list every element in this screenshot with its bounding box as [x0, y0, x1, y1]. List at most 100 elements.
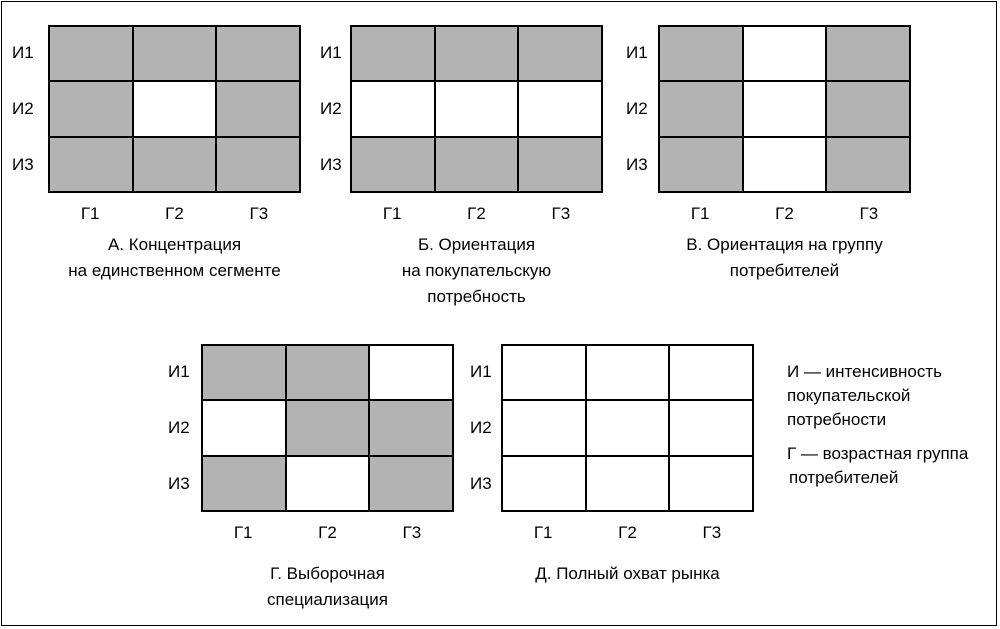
- empty-cell-r2-c3: [519, 82, 603, 138]
- filled-cell-r3-c3: [370, 456, 454, 512]
- legend-g-line-2: потребителей: [789, 468, 899, 487]
- empty-cell-r1-c1: [503, 346, 587, 402]
- col-label-1: Г1: [233, 523, 253, 542]
- filled-cell-r3-c3: [827, 137, 911, 193]
- legend-i-line-1: И — интенсивность: [787, 362, 943, 381]
- legend-i-line-2: покупательской: [787, 386, 911, 405]
- col-label-3: Г3: [702, 523, 722, 542]
- row-label-1: И1: [320, 43, 342, 62]
- filled-cell-r2-c1: [50, 82, 134, 138]
- filled-cell-r3-c2: [133, 137, 218, 193]
- legend-g-line-1: Г — возрастная группа: [787, 444, 969, 463]
- caption-line-1: Д. Полный охват рынка: [535, 564, 720, 583]
- col-label-1: Г1: [80, 204, 100, 223]
- empty-cell-r2-c1: [203, 401, 287, 457]
- filled-cell-r3-c3: [217, 137, 301, 193]
- segment-grid: [48, 25, 301, 193]
- col-label-3: Г3: [402, 523, 422, 542]
- caption-line-2: специализация: [267, 590, 388, 609]
- empty-cell-r2-c2: [133, 82, 218, 138]
- panel-caption: Г. Выборочная специализация: [161, 561, 494, 613]
- filled-cell-r2-c3: [827, 82, 911, 138]
- legend-g: Г — возрастная группа потребителей: [787, 442, 968, 490]
- segment-grid: [350, 25, 603, 193]
- row-label-1: И1: [168, 362, 190, 381]
- empty-cell-r2-c1: [352, 82, 436, 138]
- row-label-3: И3: [470, 474, 492, 493]
- empty-cell-r2-c2: [743, 82, 828, 138]
- segment-grid: [658, 25, 911, 193]
- caption-line-1: Б. Ориентация: [417, 235, 536, 254]
- caption-line-2: потребителей: [729, 261, 840, 280]
- col-label-2: Г2: [618, 523, 637, 542]
- filled-cell-r2-c3: [217, 82, 301, 138]
- row-label-3: И3: [320, 155, 342, 174]
- col-label-1: Г1: [382, 204, 402, 223]
- row-label-1: И1: [12, 43, 34, 62]
- filled-cell-r1-c3: [217, 27, 301, 83]
- empty-cell-r3-c2: [586, 456, 671, 512]
- row-label-3: И3: [168, 474, 190, 493]
- filled-cell-r3-c1: [203, 456, 287, 512]
- legend: И — интенсивность покупательской потребн…: [787, 360, 968, 490]
- caption-line-2: на покупательскую: [401, 261, 552, 280]
- col-label-1: Г1: [533, 523, 553, 542]
- panel-caption: Б. Ориентация на покупательскую потребност…: [310, 232, 643, 310]
- caption-line-1: А. Концентрация: [107, 235, 242, 254]
- panel-caption: В. Ориентация на группу потребителей: [618, 232, 951, 284]
- filled-cell-r2-c1: [660, 82, 744, 138]
- row-label-2: И2: [626, 99, 648, 118]
- caption-line-2: на единственном сегменте: [68, 261, 281, 280]
- col-label-2: Г2: [467, 204, 486, 223]
- col-label-1: Г1: [690, 204, 710, 223]
- empty-cell-r1-c2: [586, 346, 671, 402]
- col-label-3: Г3: [859, 204, 879, 223]
- filled-cell-r3-c2: [435, 137, 520, 193]
- row-label-3: И3: [626, 155, 648, 174]
- empty-cell-r3-c2: [286, 456, 371, 512]
- caption-line-3: потребность: [427, 287, 526, 306]
- caption-line-1: Г. Выборочная: [270, 564, 385, 583]
- col-label-3: Г3: [551, 204, 571, 223]
- empty-cell-r2-c2: [586, 401, 671, 457]
- col-label-3: Г3: [249, 204, 269, 223]
- filled-cell-r2-c3: [370, 401, 454, 457]
- panel-caption: А. Концентрация на единственном сегменте: [8, 232, 341, 284]
- filled-cell-r1-c1: [352, 27, 436, 83]
- filled-cell-r1-c1: [660, 27, 744, 83]
- filled-cell-r3-c1: [660, 137, 744, 193]
- filled-cell-r3-c1: [50, 137, 134, 193]
- row-label-1: И1: [626, 43, 648, 62]
- row-label-2: И2: [320, 99, 342, 118]
- caption-line-1: В. Ориентация на группу: [686, 235, 883, 254]
- empty-cell-r1-c2: [743, 27, 828, 83]
- row-label-1: И1: [470, 362, 492, 381]
- legend-i: И — интенсивность покупательской потребн…: [787, 360, 968, 432]
- row-label-2: И2: [168, 418, 190, 437]
- empty-cell-r3-c2: [743, 137, 828, 193]
- filled-cell-r1-c1: [50, 27, 134, 83]
- legend-i-line-3: потребности: [787, 410, 887, 429]
- empty-cell-r2-c1: [503, 401, 587, 457]
- empty-cell-r3-c3: [670, 456, 754, 512]
- panel-caption: Д. Полный охват рынка: [461, 561, 794, 587]
- filled-cell-r1-c3: [519, 27, 603, 83]
- col-label-2: Г2: [318, 523, 337, 542]
- empty-cell-r3-c1: [503, 456, 587, 512]
- filled-cell-r1-c3: [827, 27, 911, 83]
- filled-cell-r1-c1: [203, 346, 287, 402]
- row-label-2: И2: [470, 418, 492, 437]
- empty-cell-r2-c2: [435, 82, 520, 138]
- empty-cell-r2-c3: [670, 401, 754, 457]
- filled-cell-r1-c2: [435, 27, 520, 83]
- col-label-2: Г2: [165, 204, 184, 223]
- row-label-3: И3: [12, 155, 34, 174]
- empty-cell-r1-c3: [370, 346, 454, 402]
- segment-grid: [501, 344, 754, 512]
- filled-cell-r3-c3: [519, 137, 603, 193]
- filled-cell-r1-c2: [286, 346, 371, 402]
- filled-cell-r3-c1: [352, 137, 436, 193]
- col-label-2: Г2: [775, 204, 794, 223]
- filled-cell-r2-c2: [286, 401, 371, 457]
